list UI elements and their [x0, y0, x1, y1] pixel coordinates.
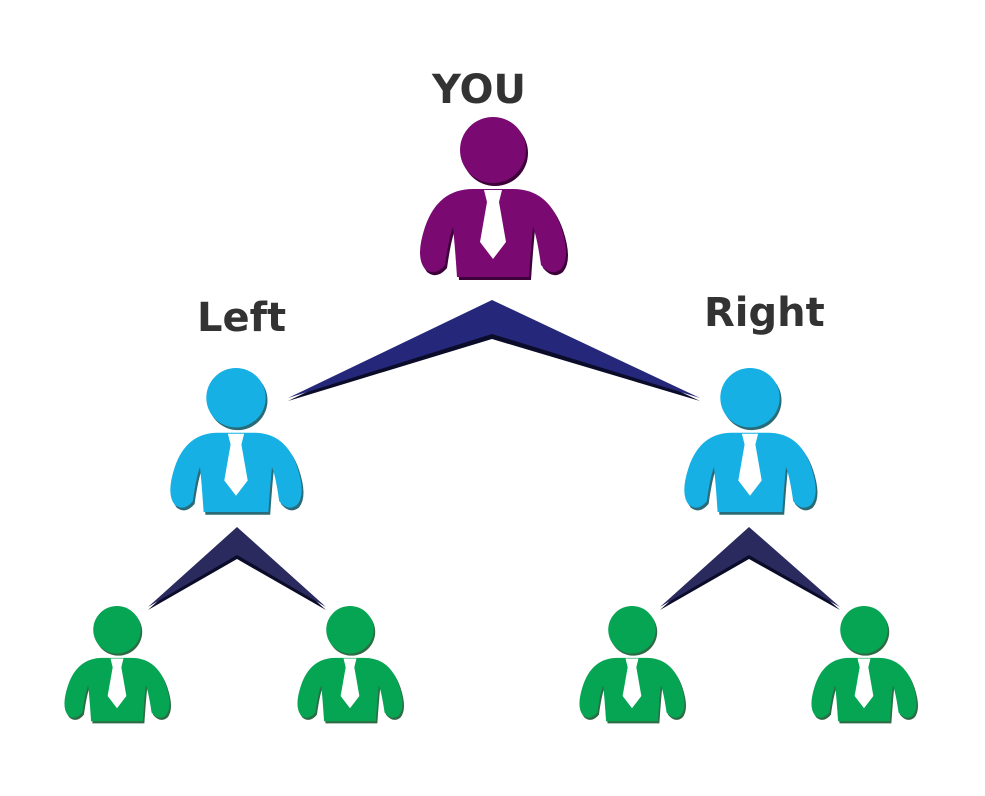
person-icon-left-left — [64, 606, 171, 724]
person-icon-right-left — [579, 606, 686, 724]
connector-left — [148, 527, 326, 610]
label-left: Left — [197, 295, 287, 341]
label-right: Right — [704, 290, 825, 336]
connector-root — [288, 300, 700, 401]
person-icon-you — [420, 117, 568, 280]
person-icon-right-right — [811, 606, 918, 724]
person-icon-left — [170, 368, 304, 515]
person-icon-left-right — [297, 606, 404, 724]
person-icon-right — [684, 368, 818, 515]
connector-right — [660, 527, 840, 610]
label-you: YOU — [432, 67, 527, 113]
